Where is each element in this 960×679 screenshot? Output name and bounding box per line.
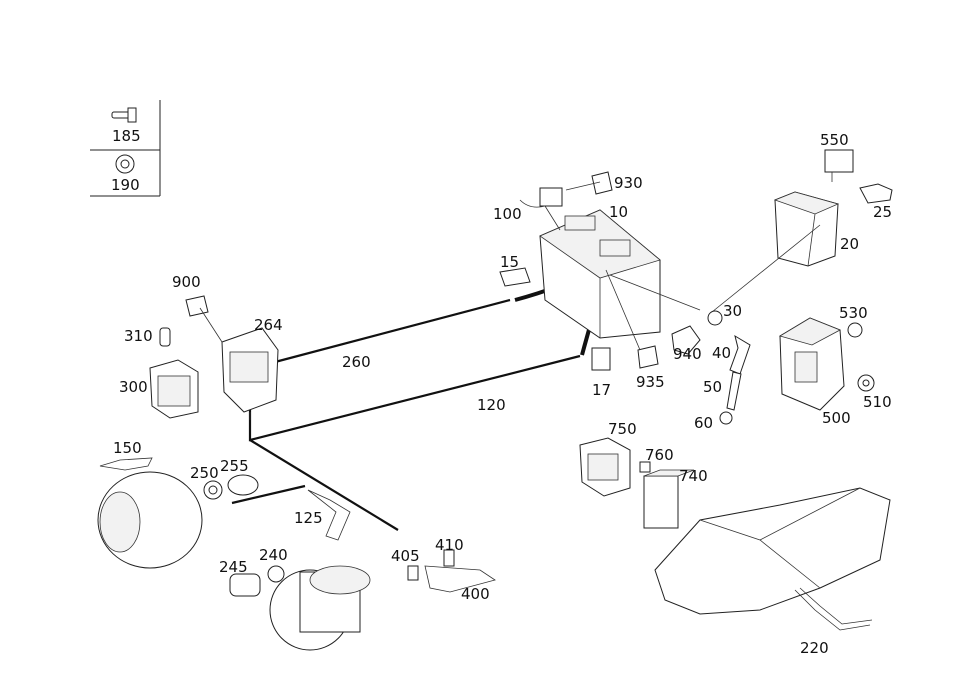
label-125: 125 bbox=[294, 509, 323, 527]
label-60: 60 bbox=[694, 414, 713, 432]
label-30: 30 bbox=[723, 302, 742, 320]
bracket-150-part bbox=[99, 457, 153, 471]
label-120: 120 bbox=[477, 396, 506, 414]
hose-40-part bbox=[729, 334, 751, 375]
cover-940-part bbox=[671, 325, 701, 355]
alternator-part bbox=[97, 471, 203, 569]
module-740-part bbox=[643, 469, 695, 529]
label-150: 150 bbox=[113, 439, 142, 457]
label-15: 15 bbox=[500, 253, 519, 271]
label-400: 400 bbox=[461, 585, 490, 603]
label-930: 930 bbox=[614, 174, 643, 192]
cap-900-part bbox=[185, 295, 209, 317]
cap-930-part bbox=[591, 171, 613, 195]
plug-60-part bbox=[719, 411, 733, 425]
label-940: 940 bbox=[673, 345, 702, 363]
ring-250-part bbox=[203, 480, 223, 500]
label-10: 10 bbox=[609, 203, 628, 221]
grommet-30-part bbox=[707, 310, 723, 326]
relay-550-part bbox=[824, 149, 854, 182]
label-25: 25 bbox=[873, 203, 892, 221]
label-750: 750 bbox=[608, 420, 637, 438]
leader-lines bbox=[199, 181, 701, 351]
label-50: 50 bbox=[703, 378, 722, 396]
ring-240-part bbox=[267, 565, 285, 583]
label-100: 100 bbox=[493, 205, 522, 223]
label-740: 740 bbox=[679, 467, 708, 485]
label-310: 310 bbox=[124, 327, 153, 345]
label-20: 20 bbox=[840, 235, 859, 253]
label-410: 410 bbox=[435, 536, 464, 554]
battery-part bbox=[539, 209, 661, 339]
label-530: 530 bbox=[839, 304, 868, 322]
label-245: 245 bbox=[219, 558, 248, 576]
unit-750-part bbox=[579, 437, 631, 497]
label-250: 250 bbox=[190, 464, 219, 482]
tab-15-part bbox=[499, 267, 531, 287]
bolt-185-icon bbox=[111, 107, 137, 123]
fusebox-264-part bbox=[221, 327, 279, 420]
legend-box: 185 190 bbox=[90, 100, 161, 197]
label-500: 500 bbox=[822, 409, 851, 427]
aux-battery-part bbox=[711, 191, 840, 313]
label-264: 264 bbox=[254, 316, 283, 334]
pipe-220-part bbox=[794, 587, 873, 631]
label-760: 760 bbox=[645, 446, 674, 464]
cap-935-part bbox=[637, 345, 659, 369]
label-300: 300 bbox=[119, 378, 148, 396]
label-550: 550 bbox=[820, 131, 849, 149]
transmission-part bbox=[654, 487, 891, 615]
clip-25-part bbox=[859, 183, 893, 204]
starter-part bbox=[269, 565, 371, 651]
cap-245-part bbox=[229, 573, 261, 597]
plug-310-part bbox=[159, 327, 171, 347]
label-935: 935 bbox=[636, 373, 665, 391]
label-220: 220 bbox=[800, 639, 829, 657]
screw-760-part bbox=[639, 461, 651, 473]
label-260: 260 bbox=[342, 353, 371, 371]
label-405: 405 bbox=[391, 547, 420, 565]
label-240: 240 bbox=[259, 546, 288, 564]
nut-510-part bbox=[857, 374, 875, 392]
cap-255-part bbox=[227, 474, 259, 496]
label-17: 17 bbox=[592, 381, 611, 399]
label-185: 185 bbox=[112, 127, 141, 145]
label-255: 255 bbox=[220, 457, 249, 475]
label-190: 190 bbox=[111, 176, 140, 194]
cap-530-part bbox=[847, 322, 863, 338]
clamp-17-part bbox=[591, 347, 611, 371]
terminal-100-part bbox=[519, 187, 563, 231]
nut-190-icon bbox=[115, 154, 135, 174]
bracket-400-part bbox=[407, 549, 496, 593]
bracket-125-part bbox=[307, 489, 351, 541]
mount-500-part bbox=[778, 317, 845, 411]
label-510: 510 bbox=[863, 393, 892, 411]
module-300-part bbox=[149, 359, 199, 419]
hose-50-part bbox=[726, 371, 742, 411]
label-40: 40 bbox=[712, 344, 731, 362]
label-900: 900 bbox=[172, 273, 201, 291]
